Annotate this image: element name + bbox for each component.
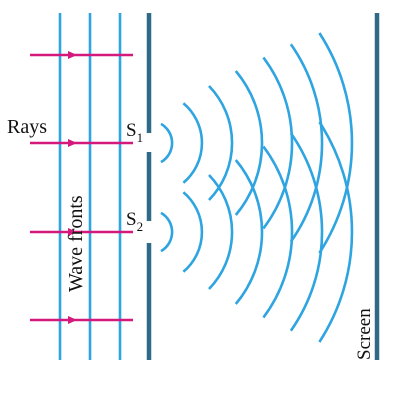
- wavefront-arc-s1: [318, 32, 354, 254]
- slit-2-label: S2: [126, 209, 143, 234]
- slit-1-letter: S: [126, 120, 137, 141]
- rays: [30, 53, 133, 322]
- wavefront-arc-s1: [234, 70, 264, 216]
- wavefront-arc-s1: [262, 56, 294, 230]
- wave-fronts-label: Wave fronts: [65, 195, 87, 292]
- incident-wavefronts: [58, 13, 122, 360]
- wavefront-arc-s2: [208, 174, 234, 290]
- wavefront-arc-s1: [208, 85, 234, 201]
- slit-2-subscript: 2: [137, 219, 144, 234]
- wavefront-arc-s2: [234, 159, 264, 305]
- wavefront-arc-s2: [160, 211, 174, 253]
- arrowhead-right-icon: [68, 139, 77, 147]
- slit-1-label: S1: [126, 120, 143, 145]
- wavefront-arc-s1: [289, 43, 324, 243]
- diffracted-wavefronts: [160, 32, 354, 343]
- wavefront-arc-s2: [182, 191, 204, 273]
- wavefront-arc-s2: [289, 132, 324, 332]
- wavefront-arc-s1: [182, 102, 204, 184]
- slit-2-letter: S: [126, 209, 137, 230]
- screen-label: Screen: [354, 308, 375, 360]
- slit-1-subscript: 1: [137, 130, 144, 145]
- rays-label: Rays: [7, 116, 47, 138]
- ray-arrowheads: [68, 51, 77, 324]
- wavefront-arc-s2: [318, 121, 354, 343]
- arrowhead-right-icon: [68, 51, 77, 59]
- wavefront-arc-s1: [160, 122, 174, 164]
- arrowhead-right-icon: [68, 316, 77, 324]
- wavefront-arc-s2: [262, 145, 294, 319]
- arrowhead-right-icon: [68, 228, 77, 236]
